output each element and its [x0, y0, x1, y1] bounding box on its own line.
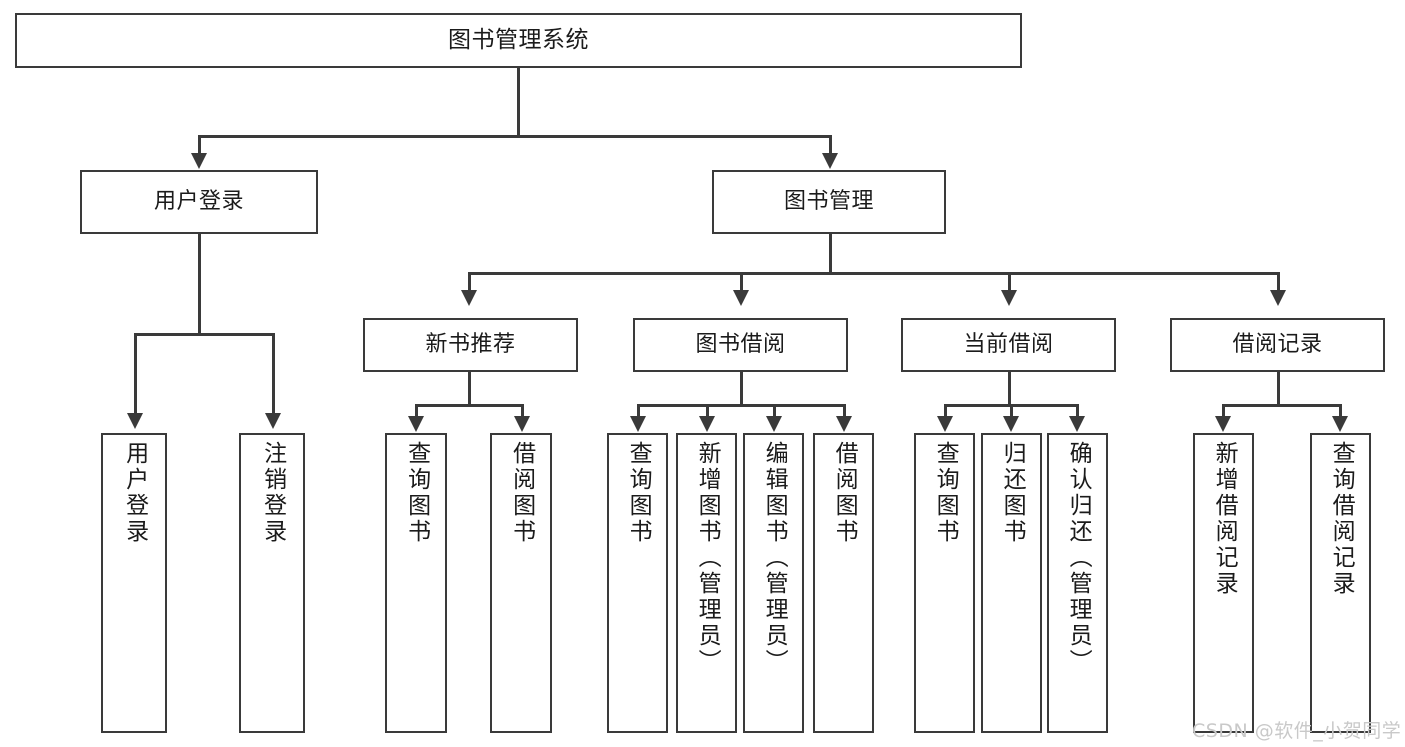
node-label: 当前借阅 [963, 331, 1054, 357]
arrow-leaf-confirm-return [1069, 416, 1085, 432]
connector-borrow-record-bus [1222, 404, 1341, 407]
connector-to-book-borrow [740, 272, 743, 292]
connector-user-login-drop-1 [134, 333, 137, 415]
arrow-to-user-login [191, 153, 207, 169]
connector-current-borrow-drop-1 [944, 404, 947, 418]
leaf-borrow-book[interactable]: 借阅图书 [813, 433, 874, 733]
arrow-to-book-manage [822, 153, 838, 169]
node-label: 新书推荐 [425, 331, 516, 357]
node-label: 用户登录 [121, 441, 148, 545]
leaf-query-book-borrow[interactable]: 查询图书 [607, 433, 668, 733]
leaf-query-borrow-record[interactable]: 查询借阅记录 [1310, 433, 1371, 733]
node-label: 编辑图书（管理员） [761, 441, 788, 675]
connector-new-book-drop-1 [415, 404, 418, 418]
connector-new-book-drop-2 [521, 404, 524, 418]
node-label: 注销登录 [259, 441, 286, 545]
arrow-leaf-return-book [1003, 416, 1019, 432]
leaf-add-borrow-record[interactable]: 新增借阅记录 [1193, 433, 1254, 733]
arrow-leaf-borrow-book-2 [836, 416, 852, 432]
leaf-borrow-book-recommend[interactable]: 借阅图书 [490, 433, 552, 733]
node-label: 图书管理系统 [448, 27, 589, 54]
node-user-login[interactable]: 用户登录 [80, 170, 318, 234]
connector-borrow-record-drop-2 [1339, 404, 1342, 418]
connector-to-user-login [198, 135, 201, 155]
watermark: CSDN @软件_小贺同学 [1192, 720, 1402, 742]
arrow-leaf-query-book-2 [630, 416, 646, 432]
connector-borrow-record-stem [1277, 372, 1280, 406]
node-label: 新增图书（管理员） [694, 441, 721, 675]
connector-to-current-borrow [1008, 272, 1011, 292]
connector-current-borrow-stem [1008, 372, 1011, 406]
connector-book-borrow-drop-4 [843, 404, 846, 418]
arrow-leaf-query-book-3 [937, 416, 953, 432]
node-new-book-recommend[interactable]: 新书推荐 [363, 318, 578, 372]
node-label: 查询借阅记录 [1328, 441, 1355, 597]
connector-book-borrow-drop-3 [773, 404, 776, 418]
node-book-borrow[interactable]: 图书借阅 [633, 318, 848, 372]
node-current-borrow[interactable]: 当前借阅 [901, 318, 1116, 372]
connector-root-bus [198, 135, 830, 138]
leaf-user-login[interactable]: 用户登录 [101, 433, 167, 733]
node-label: 新增借阅记录 [1211, 441, 1238, 597]
connector-book-manage-bus [468, 272, 1280, 275]
arrow-to-borrow-record [1270, 290, 1286, 306]
connector-current-borrow-drop-3 [1076, 404, 1079, 418]
connector-borrow-record-drop-1 [1222, 404, 1225, 418]
arrow-to-book-borrow [733, 290, 749, 306]
arrow-leaf-add-record [1215, 416, 1231, 432]
node-label: 借阅图书 [831, 441, 858, 545]
node-label: 图书管理 [783, 188, 874, 214]
node-label: 查询图书 [625, 441, 652, 545]
arrow-leaf-user-login [127, 413, 143, 429]
arrow-leaf-query-record [1332, 416, 1348, 432]
connector-user-login-bus [134, 333, 274, 336]
connector-book-borrow-drop-2 [706, 404, 709, 418]
node-label: 查询图书 [932, 441, 959, 545]
leaf-confirm-return-admin[interactable]: 确认归还（管理员） [1047, 433, 1108, 733]
leaf-query-book-current[interactable]: 查询图书 [914, 433, 975, 733]
node-book-management[interactable]: 图书管理 [712, 170, 946, 234]
connector-book-borrow-stem [740, 372, 743, 406]
leaf-logout-login[interactable]: 注销登录 [239, 433, 305, 733]
arrow-leaf-borrow-book-1 [514, 416, 530, 432]
connector-to-book-manage [829, 135, 832, 155]
arrow-to-current-borrow [1001, 290, 1017, 306]
leaf-edit-book-admin[interactable]: 编辑图书（管理员） [743, 433, 804, 733]
arrow-leaf-edit-book [766, 416, 782, 432]
connector-book-borrow-bus [637, 404, 845, 407]
connector-to-new-book [468, 272, 471, 292]
node-label: 借阅记录 [1232, 331, 1323, 357]
connector-new-book-stem [468, 372, 471, 406]
arrow-leaf-add-book [699, 416, 715, 432]
node-label: 借阅图书 [508, 441, 535, 545]
leaf-query-book-recommend[interactable]: 查询图书 [385, 433, 447, 733]
connector-book-manage-stem [829, 234, 832, 274]
connector-root-stem [517, 68, 520, 137]
node-book-management-system[interactable]: 图书管理系统 [15, 13, 1022, 68]
connector-new-book-bus [415, 404, 523, 407]
arrow-to-new-book-recommend [461, 290, 477, 306]
node-label: 用户登录 [153, 188, 244, 214]
node-borrow-record[interactable]: 借阅记录 [1170, 318, 1385, 372]
node-label: 归还图书 [999, 441, 1026, 545]
node-label: 确认归还（管理员） [1065, 441, 1092, 675]
node-label: 查询图书 [403, 441, 430, 545]
node-label: 图书借阅 [695, 331, 786, 357]
arrow-leaf-logout-login [265, 413, 281, 429]
arrow-leaf-query-book-1 [408, 416, 424, 432]
connector-current-borrow-drop-2 [1010, 404, 1013, 418]
leaf-return-book[interactable]: 归还图书 [981, 433, 1042, 733]
connector-book-borrow-drop-1 [637, 404, 640, 418]
connector-to-borrow-record [1277, 272, 1280, 292]
connector-user-login-stem [198, 234, 201, 335]
leaf-add-book-admin[interactable]: 新增图书（管理员） [676, 433, 737, 733]
connector-user-login-drop-2 [272, 333, 275, 415]
